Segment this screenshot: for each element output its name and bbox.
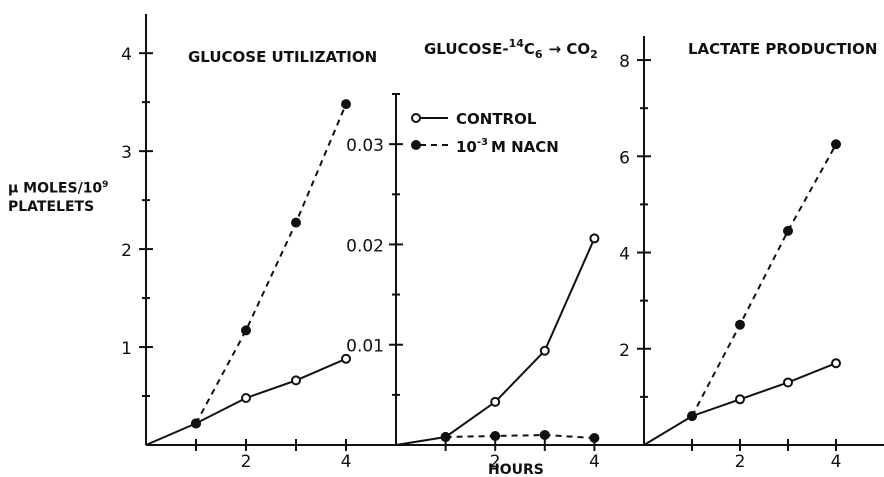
panel-3-y-tick-label: 4	[619, 245, 630, 265]
panel-2-y-tick-label: 0.03	[346, 136, 384, 156]
panel-1-x-tick-label: 2	[241, 452, 252, 472]
panel-1-series-1-point	[341, 353, 351, 364]
panel-1-y-tick-label: 4	[121, 45, 132, 65]
panel-2-series-1-line	[395, 237, 596, 446]
panels: 1 2 3 4 2 4 0.01 0.02 0.03 2 4 2 4 6 8 2 4	[121, 14, 884, 472]
legend-control-label: CONTROL	[456, 110, 537, 128]
panel-3-series-2-line	[691, 143, 837, 417]
panel1-title: GLUCOSE UTILIZATION	[188, 48, 377, 66]
panel-3-series-2-point	[687, 411, 697, 422]
panel-3-y-tick-label: 8	[619, 52, 630, 72]
panel-3-x-tick-label: 2	[735, 452, 746, 472]
panel-1-y-tick-label: 1	[121, 339, 132, 359]
panel-3-x-tick-label: 4	[831, 452, 842, 472]
panel-1-x-tick-label: 4	[341, 452, 352, 472]
panel-2-series-1-point	[589, 233, 600, 244]
panel-2-series-2-point	[490, 430, 501, 441]
panel-3-series-2-point	[783, 225, 793, 236]
panel3-title: LACTATE PRODUCTION	[688, 40, 877, 58]
panel-1-series-1-point	[241, 392, 251, 403]
panel-3-y-tick-label: 6	[619, 148, 630, 168]
panel-2-series-2-point	[539, 429, 550, 440]
panel-3: 2 4 6 8 2 4	[619, 36, 884, 472]
panel-3-series-1-point	[735, 394, 745, 405]
y-axis-label: µ MOLES/109 PLATELETS	[8, 176, 108, 216]
panel-2-series-2-line	[445, 433, 595, 439]
panel-1-series-2-point	[191, 418, 201, 429]
panel-1-y-tick-label: 3	[121, 143, 132, 163]
panel-2-x-tick-label: 2	[490, 452, 501, 472]
panel-2-y-tick-label: 0.02	[346, 236, 384, 256]
legend-nacn-marker	[411, 140, 421, 150]
panel-1-series-2-line	[195, 103, 347, 424]
panel-3-y-tick-label: 2	[619, 341, 630, 361]
x-axis-label: HOURS	[488, 462, 544, 477]
panel-2: 0.01 0.02 0.03 2 4	[346, 93, 644, 472]
panel-2-series-1-point	[539, 345, 550, 356]
panel-2-series-2-point	[589, 432, 600, 443]
panel-3-series-1-point	[831, 358, 841, 369]
panel-1-series-2-point	[241, 325, 251, 336]
panel-1: 1 2 3 4 2 4	[121, 14, 396, 472]
panel-2-y-tick-label: 0.01	[346, 337, 384, 357]
panel-3-series-2-point	[735, 319, 745, 330]
y-axis-label-line1: µ MOLES/109	[8, 180, 109, 197]
legend-control-marker	[411, 113, 421, 123]
panel-1-series-2-point	[291, 217, 301, 228]
panel-3-series-2-point	[831, 139, 841, 150]
panel-2-x-tick-label: 4	[589, 452, 600, 472]
panel-1-y-tick-label: 2	[121, 241, 132, 261]
panel-1-series-2-point	[341, 99, 351, 110]
panel-2-series-2-point	[440, 431, 451, 442]
panel-1-series-1-point	[291, 375, 301, 386]
panel-3-series-1-point	[783, 377, 793, 388]
panel-2-series-1-point	[490, 396, 501, 407]
panel2-title: GLUCOSE-14C6→ CO2	[424, 37, 598, 61]
y-axis-label-line2: PLATELETS	[8, 198, 95, 215]
